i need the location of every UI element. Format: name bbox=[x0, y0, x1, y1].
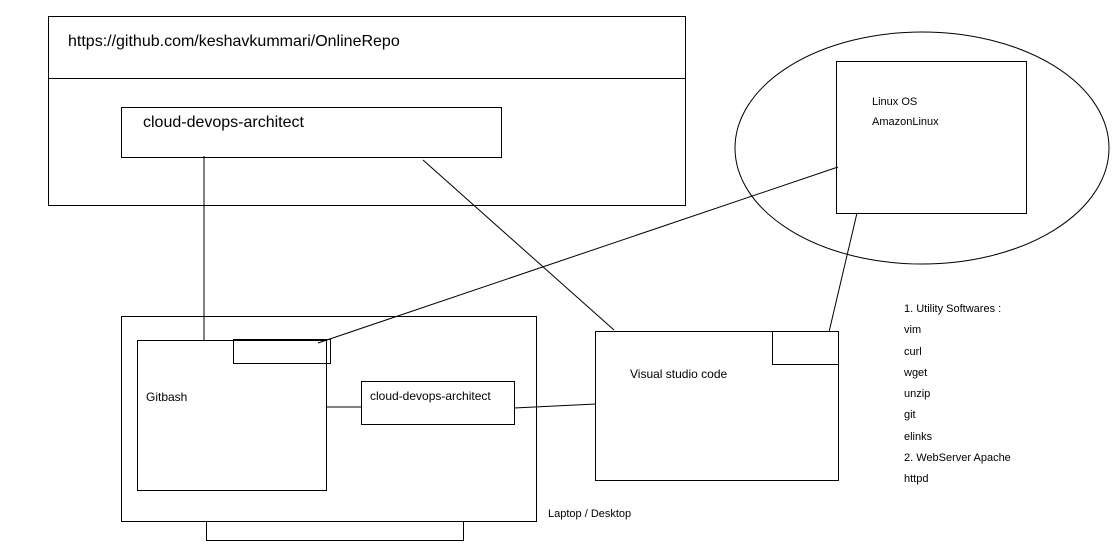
repo-url[interactable]: https://github.com/keshavkummari/OnlineR… bbox=[68, 33, 400, 50]
repo-project-name: cloud-devops-architect bbox=[143, 114, 304, 131]
software-notes-list: 1. Utility Softwares : vim curl wget unz… bbox=[904, 302, 1011, 494]
gitbash-label: Gitbash bbox=[146, 390, 188, 404]
amazon-linux-label: AmazonLinux bbox=[872, 116, 939, 128]
laptop-base bbox=[206, 521, 464, 541]
notes-item: vim bbox=[904, 324, 922, 337]
notes-item: curl bbox=[904, 345, 922, 358]
gitbash-titlebar-box bbox=[233, 339, 331, 364]
connector-folder-to-vscode bbox=[513, 403, 597, 409]
notes-item: httpd bbox=[904, 473, 929, 486]
notes-item: 2. WebServer Apache bbox=[904, 452, 1011, 465]
linux-os-label: Linux OS bbox=[872, 96, 918, 108]
notes-item: git bbox=[904, 409, 916, 422]
connector-repo-to-vscode bbox=[422, 159, 615, 331]
laptop-label: Laptop / Desktop bbox=[548, 508, 632, 520]
notes-item: wget bbox=[904, 366, 928, 379]
connector-gitbash-to-linux bbox=[317, 166, 839, 344]
linux-server-box bbox=[836, 61, 1027, 214]
connector-vscode-to-linux bbox=[828, 212, 858, 333]
repo-project-box bbox=[121, 107, 502, 158]
notes-item: unzip bbox=[904, 388, 931, 401]
vscode-label: Visual studio code bbox=[630, 367, 728, 381]
vscode-titlebar-box bbox=[772, 331, 839, 365]
vscode-window bbox=[595, 331, 839, 481]
gitbash-window bbox=[137, 340, 327, 491]
local-repo-label: cloud-devops-architect bbox=[370, 389, 491, 403]
notes-item: elinks bbox=[904, 430, 933, 443]
cloud-ellipse bbox=[734, 31, 1110, 265]
local-repo-box bbox=[361, 381, 515, 425]
notes-item: 1. Utility Softwares : bbox=[904, 303, 1002, 315]
repo-url-bar bbox=[48, 16, 686, 79]
